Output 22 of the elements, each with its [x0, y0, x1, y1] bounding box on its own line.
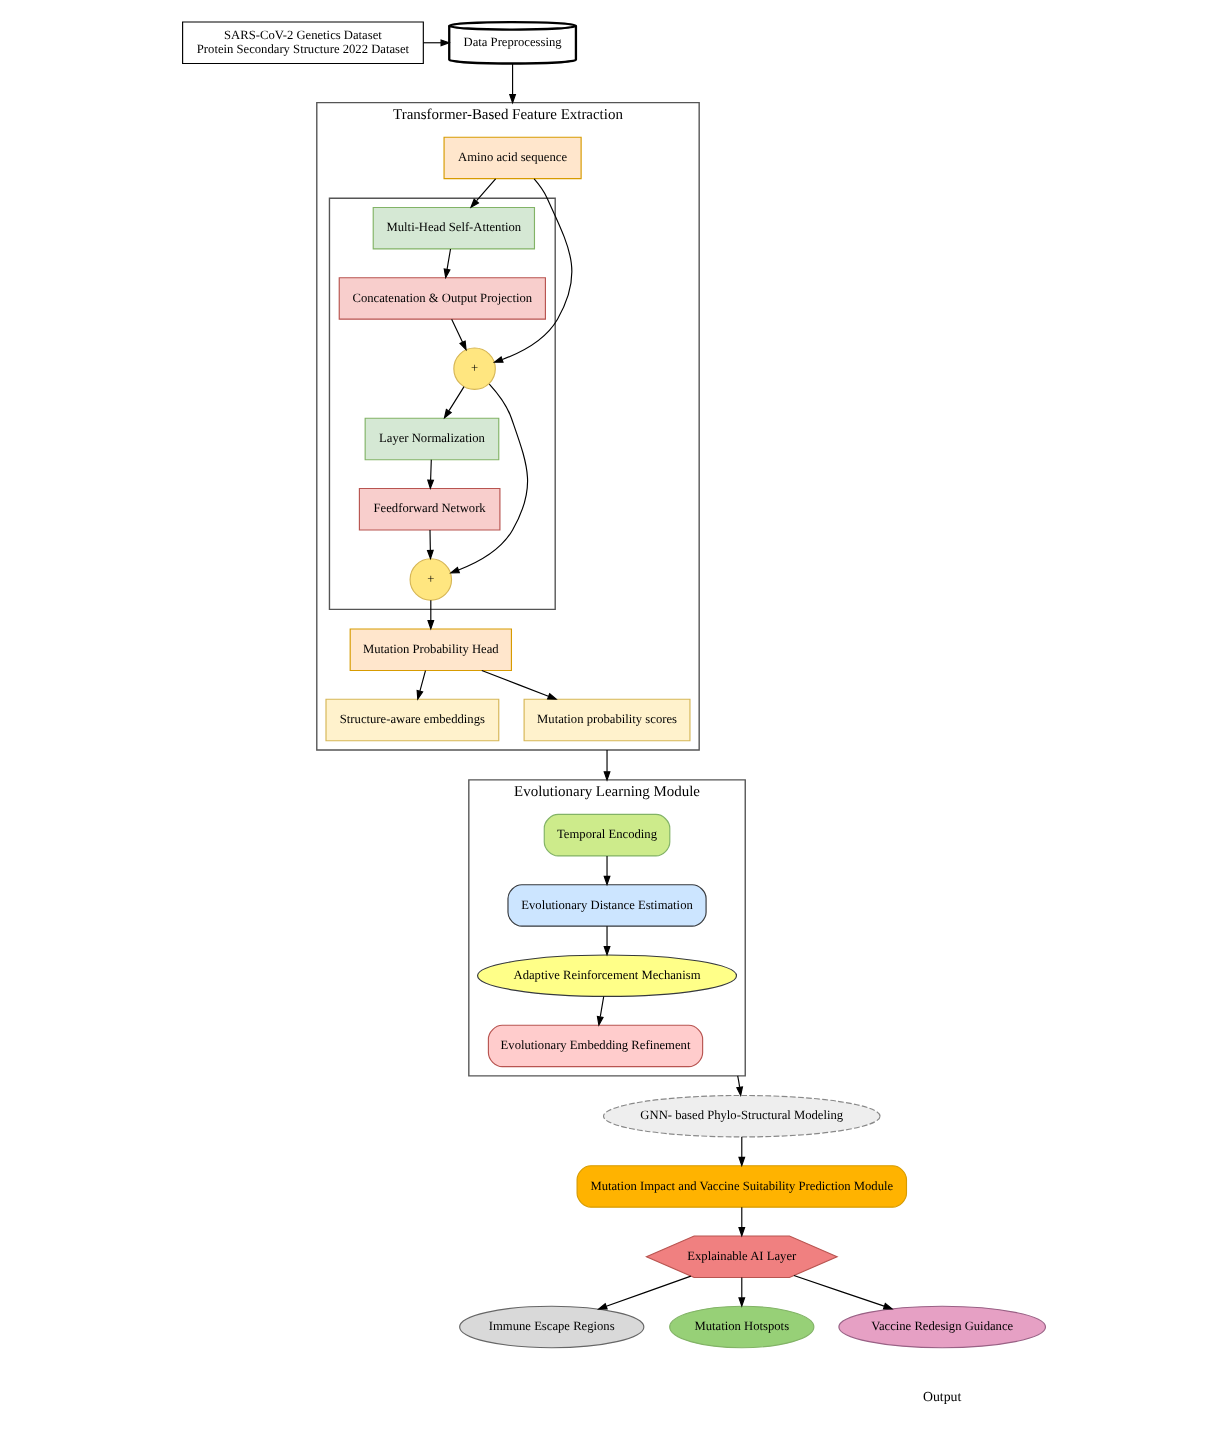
arrow	[443, 248, 452, 280]
arrow	[603, 925, 611, 957]
arrow	[427, 599, 435, 631]
arrow	[603, 855, 611, 887]
arrow	[603, 749, 611, 782]
arrow	[738, 1136, 746, 1168]
arrow	[492, 178, 573, 363]
arrow	[416, 669, 427, 701]
arrow	[451, 318, 467, 352]
arrow	[449, 383, 529, 574]
arrow	[481, 669, 558, 700]
arrow	[793, 1274, 894, 1310]
arrow	[596, 995, 605, 1027]
arrow	[508, 63, 517, 105]
arrow	[427, 459, 435, 490]
arrow	[738, 1276, 746, 1308]
arrow	[596, 1275, 692, 1310]
arrow	[736, 1075, 744, 1097]
arrow	[738, 1206, 746, 1238]
arrow	[426, 529, 434, 561]
arrow	[443, 386, 465, 420]
arrow	[469, 178, 497, 209]
